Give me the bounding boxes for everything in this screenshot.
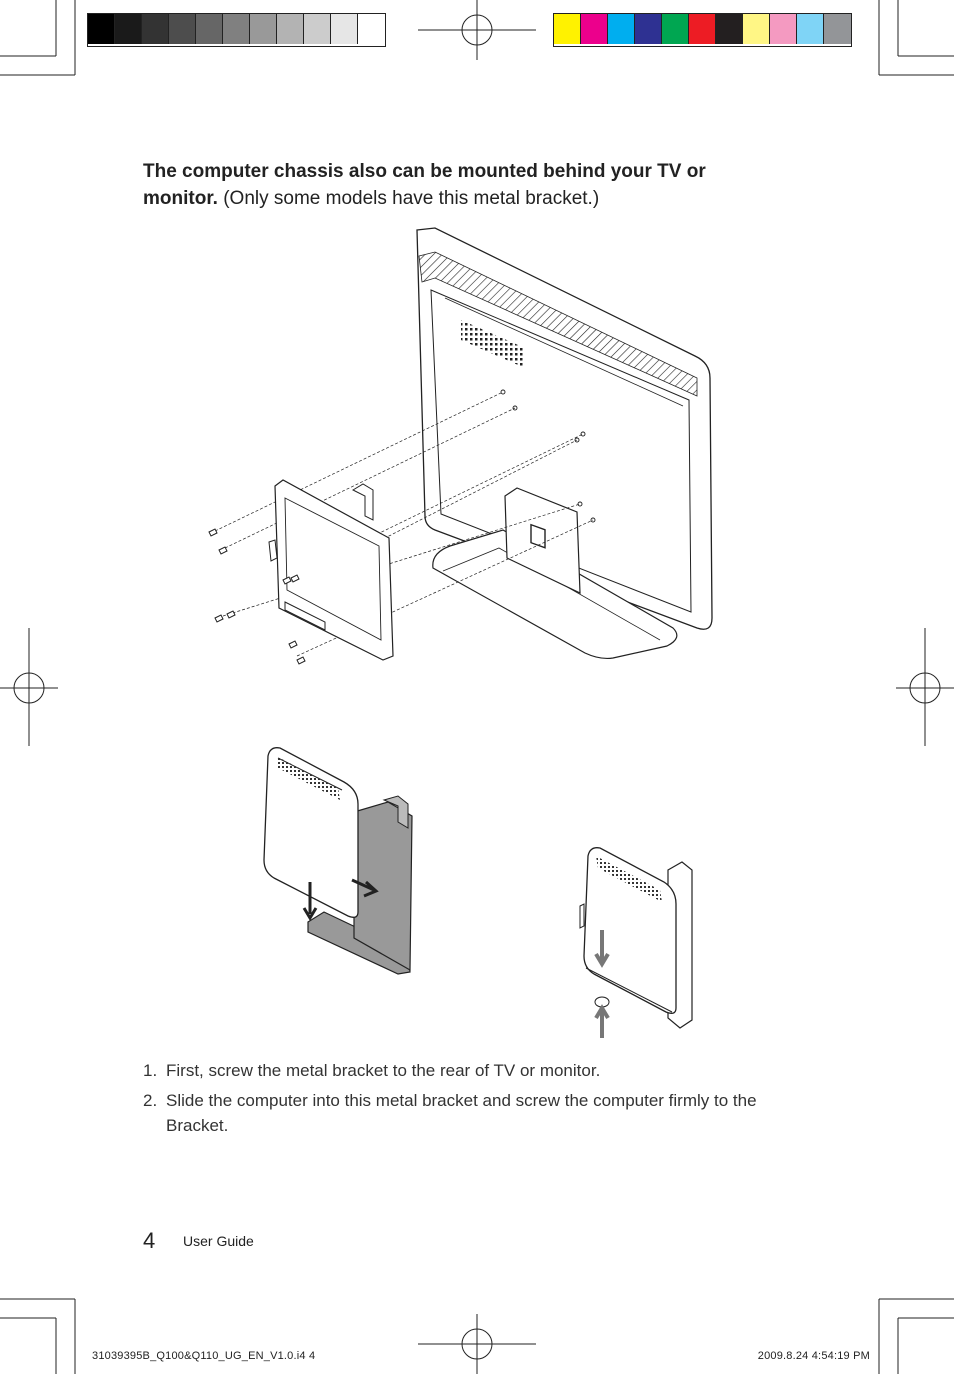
list-item: 2. Slide the computer into this metal br…: [143, 1088, 823, 1138]
step-text: Slide the computer into this metal brack…: [166, 1091, 757, 1135]
registration-target-left: [0, 628, 58, 746]
color-swatch: [824, 14, 851, 44]
color-swatch: [277, 14, 304, 44]
registration-target-top: [418, 0, 536, 60]
color-swatch: [716, 14, 743, 44]
slide-computer-illustration: [263, 747, 413, 975]
color-calibration-bar: [553, 13, 852, 47]
color-swatch: [115, 14, 142, 44]
color-swatch: [169, 14, 196, 44]
instruction-list: 1. First, screw the metal bracket to the…: [143, 1058, 823, 1143]
color-swatch: [304, 14, 331, 44]
color-swatch: [358, 14, 385, 44]
monitor-bracket-illustration: [208, 227, 713, 665]
color-swatch: [196, 14, 223, 44]
color-swatch: [88, 14, 115, 44]
color-swatch: [743, 14, 770, 44]
print-slug-filename: 31039395B_Q100&Q110_UG_EN_V1.0.i4 4: [92, 1350, 316, 1362]
color-swatch: [223, 14, 250, 44]
registration-target-bottom: [418, 1314, 536, 1374]
color-swatch: [770, 14, 797, 44]
color-swatch: [608, 14, 635, 44]
heading-bold: The computer chassis also can be mounted…: [143, 161, 706, 209]
page-number: 4: [143, 1228, 156, 1253]
list-item: 1. First, screw the metal bracket to the…: [143, 1058, 823, 1083]
color-swatch: [331, 14, 358, 44]
computer-in-bracket-illustration: [579, 847, 693, 1038]
step-number: 1.: [143, 1061, 158, 1080]
color-swatch: [250, 14, 277, 44]
section-heading: The computer chassis also can be mounted…: [143, 158, 763, 212]
footer-label: User Guide: [183, 1233, 254, 1249]
color-swatch: [581, 14, 608, 44]
step-number: 2.: [143, 1091, 158, 1110]
color-swatch: [797, 14, 824, 44]
color-swatch: [635, 14, 662, 44]
step-text: First, screw the metal bracket to the re…: [166, 1061, 601, 1080]
color-swatch: [662, 14, 689, 44]
print-slug-timestamp: 2009.8.24 4:54:19 PM: [757, 1350, 870, 1362]
color-swatch: [554, 14, 581, 44]
grayscale-calibration-bar: [87, 13, 386, 47]
color-swatch: [689, 14, 716, 44]
color-swatch: [142, 14, 169, 44]
heading-note: (Only some models have this metal bracke…: [223, 188, 600, 209]
registration-target-right: [896, 628, 954, 746]
